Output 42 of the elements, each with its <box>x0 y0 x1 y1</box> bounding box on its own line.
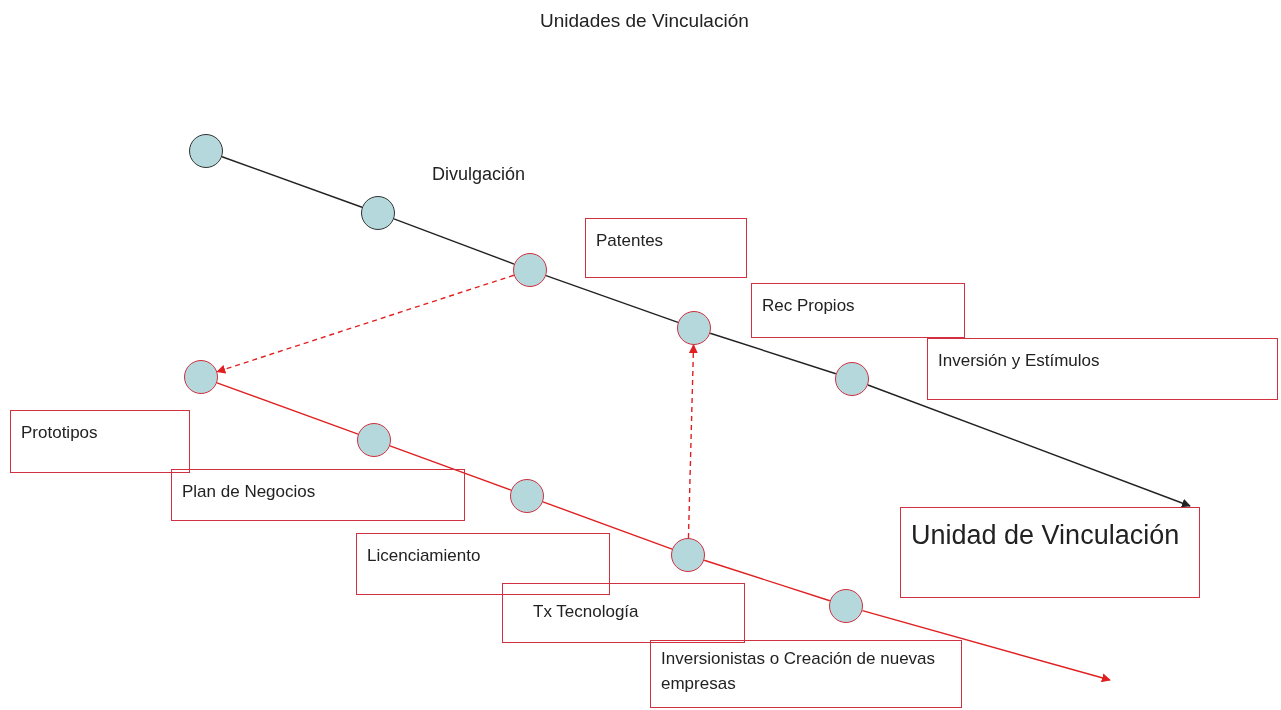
stage-circle <box>510 479 544 513</box>
box-text: Licenciamiento <box>367 545 481 567</box>
connector-line <box>709 332 837 375</box>
stage-circle <box>357 423 391 457</box>
step-label: Divulgación <box>432 164 526 185</box>
arrow <box>861 609 1111 683</box>
box-text: Inversión y Estímulos <box>938 350 1100 372</box>
stage-circle <box>835 362 869 396</box>
stage-circle <box>189 134 223 168</box>
stage-circle <box>671 538 705 572</box>
box-text: Tx Tecnología <box>533 601 639 623</box>
text-box <box>356 533 610 595</box>
box-text: Rec Propios <box>762 295 855 317</box>
text-box <box>585 218 747 278</box>
connector-line <box>542 501 673 550</box>
box-text: Plan de Negocios <box>182 481 316 503</box>
text-box <box>751 283 965 338</box>
box-text: Prototipos <box>21 422 98 444</box>
arrow <box>867 384 1191 508</box>
connector-line <box>545 274 679 324</box>
connector-line <box>389 445 512 491</box>
stage-circle <box>361 196 395 230</box>
text-box <box>10 410 190 473</box>
stage-circle <box>677 311 711 345</box>
text-box <box>900 507 1200 598</box>
text-box <box>502 583 745 643</box>
box-text: Patentes <box>596 230 664 252</box>
text-box <box>171 469 465 521</box>
stage-circle <box>513 253 547 287</box>
connector-line <box>216 382 359 435</box>
dashed-arrow <box>687 344 698 539</box>
connector-line <box>393 218 515 265</box>
connector-line <box>703 559 831 602</box>
stage-circle <box>184 360 218 394</box>
diagram-title: Unidades de Vinculación <box>540 10 749 32</box>
text-box <box>650 640 962 708</box>
box-text: Inversionistas o Creación de nuevas empresas <box>661 648 937 695</box>
text-box <box>927 338 1278 400</box>
connector-line <box>221 156 363 208</box>
stage-circle <box>829 589 863 623</box>
dashed-arrow <box>216 274 515 374</box>
box-text: Unidad de Vinculación <box>911 519 1180 552</box>
